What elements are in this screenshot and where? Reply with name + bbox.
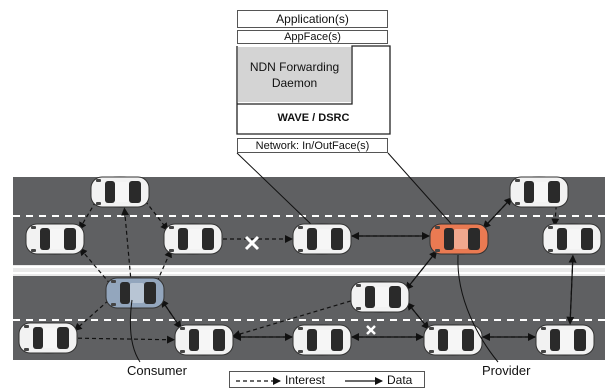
car-icon — [18, 321, 78, 355]
appface-layer-box: AppFace(s) — [237, 30, 388, 44]
provider-leader-line — [457, 254, 499, 363]
nfd-box: NDN Forwarding Daemon — [238, 47, 351, 102]
interest-arrow — [77, 335, 176, 344]
car-icon — [350, 280, 410, 314]
car-icon — [423, 323, 483, 357]
legend-interest-label: Interest — [285, 373, 326, 387]
data-arrow — [406, 302, 430, 330]
interest-arrow — [551, 205, 560, 227]
interest-arrow — [79, 247, 111, 285]
interest-arrow — [78, 201, 97, 231]
interest-arrow — [144, 200, 169, 231]
car-icon — [90, 175, 150, 209]
car-icon — [163, 222, 223, 256]
interest-arrow — [121, 207, 132, 277]
data-arrow — [160, 298, 182, 329]
consumer-car-icon — [105, 276, 165, 310]
nfd-label-line2: Daemon — [271, 75, 318, 90]
car-icon — [542, 222, 602, 256]
interest-arrow — [156, 249, 172, 283]
interest-arrow — [73, 300, 109, 332]
data-arrow — [405, 250, 438, 291]
car-icon — [292, 323, 352, 357]
legend-data-label: Data — [387, 373, 413, 387]
consumer-label: Consumer — [127, 363, 187, 378]
car-icon — [535, 323, 595, 357]
provider-car-icon — [429, 222, 489, 256]
appface-layer-label: AppFace(s) — [284, 31, 341, 43]
wave-dsrc-label: WAVE / DSRC — [277, 112, 350, 124]
car-icon — [509, 175, 569, 209]
car-icon — [292, 222, 352, 256]
nfd-label-line1: NDN Forwarding — [249, 59, 340, 74]
network-face-label: Network: In/OutFace(s) — [255, 139, 370, 152]
cross-mark-icon — [244, 235, 260, 251]
car-icon — [174, 323, 234, 357]
consumer-leader-line — [129, 299, 141, 363]
data-arrow — [568, 254, 577, 324]
cross-mark-icon — [366, 325, 376, 335]
provider-label: Provider — [482, 363, 531, 378]
application-layer-label: Application(s) — [276, 12, 349, 26]
data-arrow — [482, 197, 513, 229]
legend: Interest Data — [229, 371, 425, 388]
car-icon — [25, 222, 85, 256]
road-median — [13, 265, 605, 276]
application-layer-box: Application(s) — [237, 10, 388, 28]
network-face-box: Network: In/OutFace(s) — [237, 138, 388, 153]
